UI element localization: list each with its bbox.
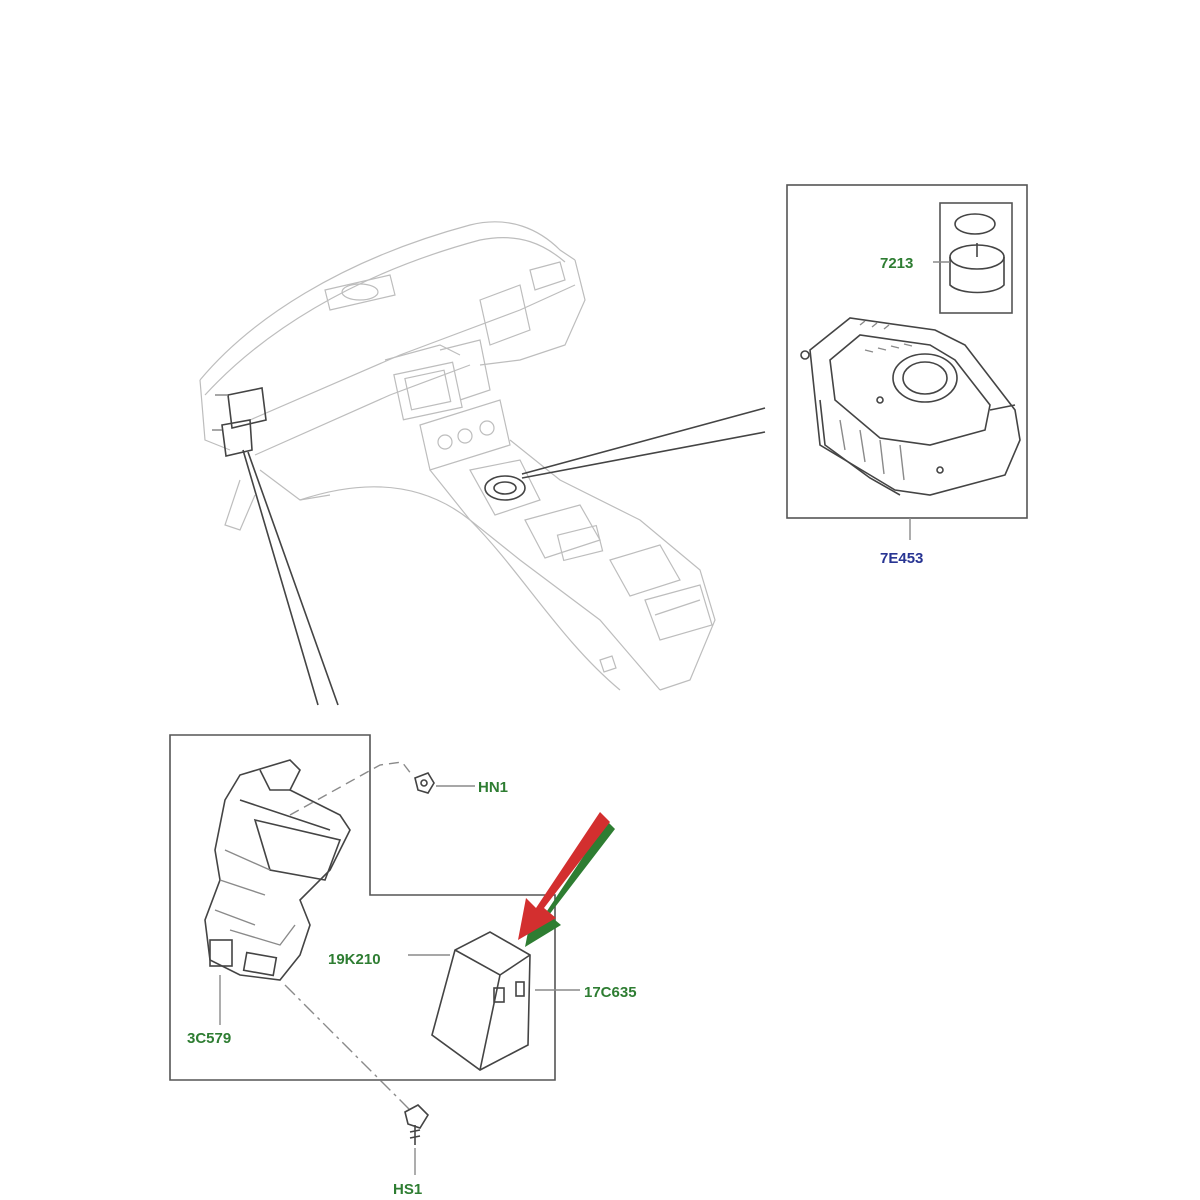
part-label-7213: 7213 [880, 255, 913, 272]
o-ring-icon [954, 213, 996, 235]
bracket-icon [204, 759, 351, 981]
part-label-7e453: 7E453 [880, 550, 923, 567]
part-label-19k210: 19K210 [328, 951, 381, 968]
part-label-17c635: 17C635 [584, 984, 637, 1001]
gear-selector-module-icon [800, 317, 1021, 496]
detail-frame-gear-selector [786, 184, 1028, 540]
screw-hs1-icon [404, 1104, 430, 1145]
part-label-hs1: HS1 [393, 1181, 422, 1198]
dashed-fastener-line [289, 761, 413, 816]
knob-cap-icon [949, 243, 1005, 294]
dashboard-illustration [199, 221, 716, 691]
leader-lines [242, 407, 766, 706]
control-module-icon [431, 931, 531, 1071]
nut-hn1-icon [414, 772, 435, 794]
detail-frame-bracket [169, 734, 580, 1111]
part-label-hn1: HN1 [478, 779, 508, 796]
pointer-arrow-icon [518, 812, 615, 947]
part-label-3c579: 3C579 [187, 1030, 231, 1047]
